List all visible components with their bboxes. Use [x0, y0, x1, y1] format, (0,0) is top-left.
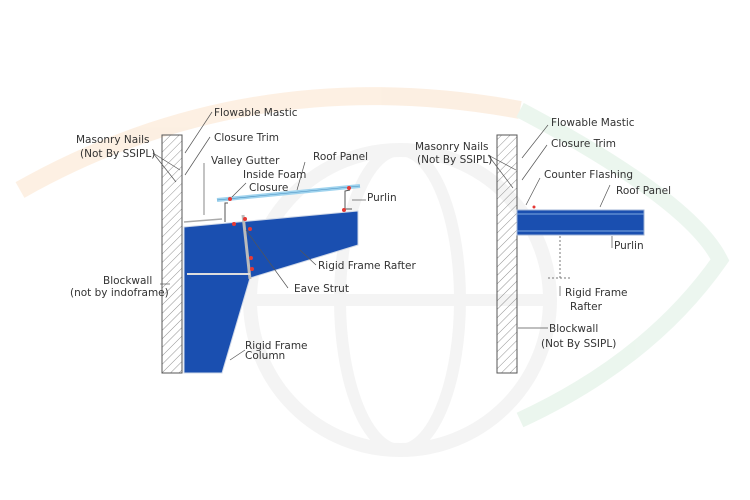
label-inside-foam-sub: Closure [249, 182, 288, 194]
label-closure-trim-right: Closure Trim [551, 138, 616, 150]
valley-gutter [183, 218, 223, 223]
blockwall-right [496, 134, 518, 374]
label-masonry-nails-sub: (Not By SSIPL) [80, 148, 155, 160]
purlin-eave [224, 202, 228, 222]
label-flowable-mastic: Flowable Mastic [214, 107, 298, 119]
left-detail: Flowable Mastic Masonry Nails (Not By SS… [70, 107, 416, 374]
label-masonry-nails-right: Masonry Nails [415, 141, 489, 153]
label-purlin: Purlin [367, 192, 397, 204]
right-detail: Flowable Mastic Masonry Nails (Not By SS… [415, 117, 671, 374]
label-inside-foam: Inside Foam [243, 169, 306, 181]
label-valley-gutter: Valley Gutter [211, 155, 280, 167]
label-rigid-frame-rafter-right-sub: Rafter [570, 301, 603, 313]
label-masonry-nails: Masonry Nails [76, 134, 150, 146]
label-blockwall-right: Blockwall [549, 323, 598, 335]
label-blockwall-right-sub: (Not By SSIPL) [541, 338, 616, 350]
label-blockwall-sub: (not by indoframe) [70, 287, 169, 299]
eave-strut [241, 214, 252, 280]
label-flowable-mastic-right: Flowable Mastic [551, 117, 635, 129]
label-eave-strut: Eave Strut [294, 283, 349, 295]
label-rigid-frame-rafter: Rigid Frame Rafter [318, 260, 416, 272]
label-rigid-frame-column: Rigid Frame [245, 340, 308, 352]
label-masonry-nails-right-sub: (Not By SSIPL) [417, 154, 492, 166]
label-counter-flashing: Counter Flashing [544, 169, 633, 181]
blockwall-left [161, 134, 183, 374]
label-purlin-right: Purlin [614, 240, 644, 252]
purlin-left [344, 189, 352, 210]
label-blockwall: Blockwall [103, 275, 152, 287]
label-closure-trim: Closure Trim [214, 132, 279, 144]
label-rigid-frame-column-sub: Column [245, 350, 285, 362]
label-rigid-frame-rafter-right: Rigid Frame [565, 287, 628, 299]
label-roof-panel-right: Roof Panel [616, 185, 671, 197]
label-roof-panel: Roof Panel [313, 151, 368, 163]
